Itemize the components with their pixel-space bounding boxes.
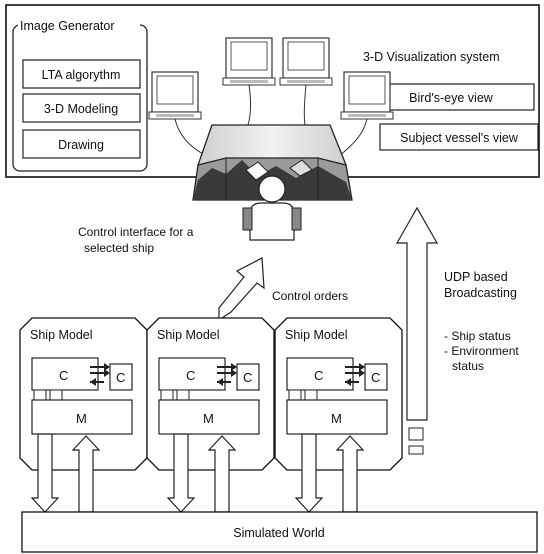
- udp-broadcast-arrow: [397, 208, 437, 454]
- model-label: M: [203, 411, 214, 426]
- drawing-label: Drawing: [58, 138, 104, 152]
- monitor-icon: [149, 72, 201, 119]
- modeling-label: 3-D Modeling: [44, 102, 118, 116]
- broadcast-title-line2: Broadcasting: [444, 286, 517, 300]
- control-interface-line1: Control interface for a: [78, 225, 194, 239]
- controller-label: C: [186, 368, 195, 383]
- image-generator-group: Image Generator LTA algorythm 3-D Modeli…: [13, 19, 147, 171]
- control-orders-label: Control orders: [272, 289, 348, 303]
- model-label: M: [76, 411, 87, 426]
- ship-model-panel: Ship Model C C M: [147, 318, 274, 470]
- broadcast-title-line1: UDP based: [444, 270, 508, 284]
- controller-label: C: [314, 368, 323, 383]
- controller-label: C: [116, 370, 125, 385]
- subject-view-label: Subject vessel's view: [400, 131, 519, 145]
- controller-label: C: [371, 370, 380, 385]
- broadcast-item-ship-status: - Ship status: [444, 329, 511, 343]
- ship-model-panel: Ship Model C C M: [275, 318, 402, 470]
- monitor-icon: [280, 38, 332, 85]
- ship-model-title: Ship Model: [285, 328, 348, 342]
- monitor-icon: [341, 72, 393, 119]
- controller-label: C: [59, 368, 68, 383]
- ship-model-title: Ship Model: [157, 328, 220, 342]
- simulated-world-label: Simulated World: [233, 526, 325, 540]
- visualization-title: 3-D Visualization system: [363, 50, 500, 64]
- monitor-icon: [223, 38, 275, 85]
- broadcast-item-environment: - Environment: [444, 344, 519, 358]
- control-orders-arrow: [219, 258, 264, 320]
- ship-model-title: Ship Model: [30, 328, 93, 342]
- broadcast-item-status: status: [452, 359, 484, 373]
- control-interface-line2: selected ship: [84, 241, 154, 255]
- image-generator-title: Image Generator: [20, 19, 115, 33]
- controller-label: C: [243, 370, 252, 385]
- birdseye-label: Bird's-eye view: [409, 91, 494, 105]
- lta-label: LTA algorythm: [42, 68, 121, 82]
- model-label: M: [331, 411, 342, 426]
